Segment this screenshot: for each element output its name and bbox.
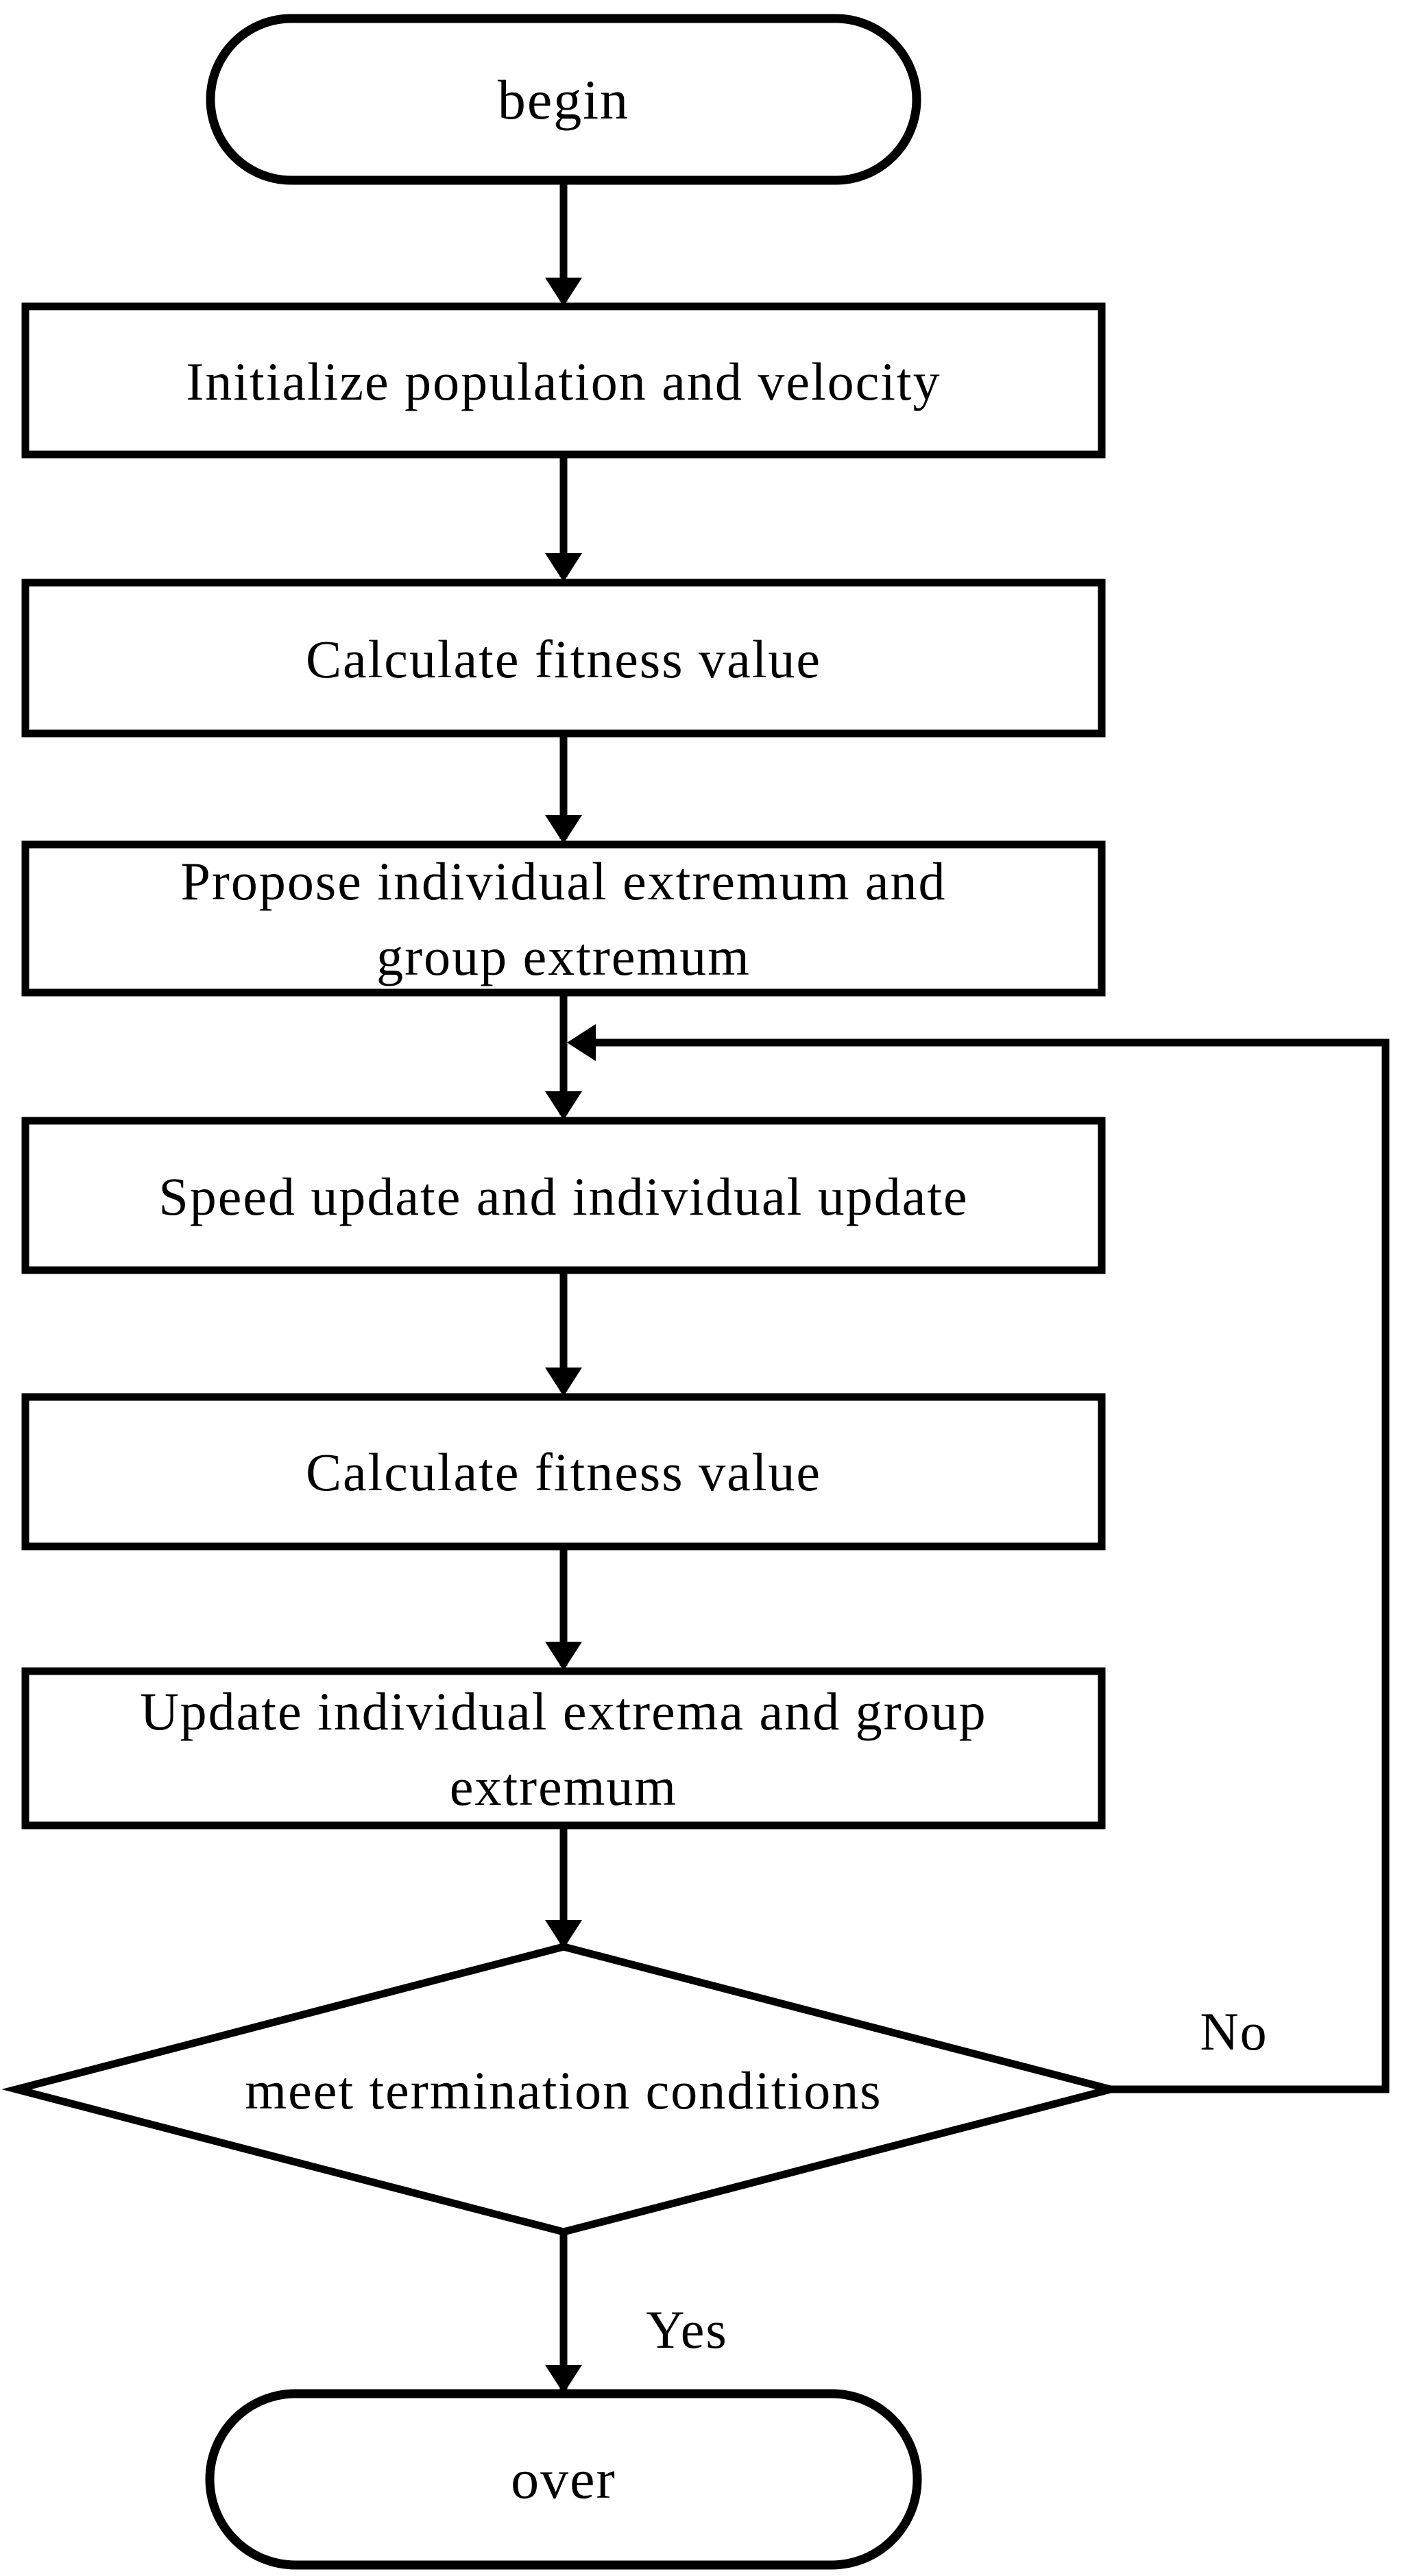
edge-calcfitness1-propose (545, 737, 582, 844)
arrowhead (545, 815, 582, 844)
edge-speedupdate-calcfitness2 (545, 1274, 582, 1396)
edge-decision-no-loop: No (567, 1024, 1390, 2093)
arrowhead (545, 1368, 582, 1396)
propose-extremum-label-line1: Propose individual extremum and (181, 851, 947, 911)
update-extrema-label-line1: Update individual extrema and group (140, 1681, 987, 1741)
speed-update-label: Speed update and individual update (158, 1167, 968, 1226)
no-loop-arrowhead (567, 1024, 596, 1061)
calculate-fitness-1-label: Calculate fitness value (306, 629, 821, 689)
decision-label: meet termination conditions (245, 2061, 882, 2120)
arrowhead (545, 2365, 582, 2394)
propose-extremum-label-line2: group extremum (376, 927, 751, 986)
node-over: over (205, 2389, 922, 2570)
yes-branch-label: Yes (646, 2300, 728, 2359)
node-initialize: Initialize population and velocity (21, 302, 1106, 459)
arrowhead (545, 1920, 582, 1949)
over-terminator-shape (205, 2389, 922, 2570)
node-begin: begin (206, 14, 921, 185)
edge-begin-initialize (545, 180, 582, 306)
node-decision: meet termination conditions (1, 1943, 1126, 2236)
node-calculate-fitness-2: Calculate fitness value (21, 1393, 1106, 1551)
node-speed-update: Speed update and individual update (21, 1117, 1106, 1274)
edge-updateextrema-decision (545, 1829, 582, 1949)
initialize-process-shape (21, 302, 1106, 459)
node-update-extrema: Update individual extrema and group extr… (21, 1667, 1106, 1830)
edge-propose-speedupdate (545, 996, 582, 1120)
edge-decision-over-yes: Yes (545, 2232, 728, 2394)
calculate-fitness-2-process-shape (21, 1393, 1106, 1551)
update-extrema-process-shape (21, 1667, 1106, 1830)
calculate-fitness-2-label: Calculate fitness value (306, 1442, 821, 1502)
speed-update-process-shape (21, 1117, 1106, 1274)
arrowhead (545, 1642, 582, 1670)
node-calculate-fitness-1: Calculate fitness value (21, 579, 1106, 738)
begin-label: begin (498, 69, 629, 131)
no-loop-line (590, 1038, 1390, 2093)
arrowhead (545, 1091, 582, 1120)
edge-calcfitness2-updateextrema (545, 1549, 582, 1670)
edge-initialize-calcfitness1 (545, 458, 582, 582)
arrowhead (545, 278, 582, 306)
propose-extremum-process-shape (21, 840, 1106, 997)
initialize-label: Initialize population and velocity (186, 352, 941, 411)
no-branch-label: No (1200, 2002, 1268, 2061)
update-extrema-label-line2: extremum (450, 1757, 677, 1816)
arrowhead (545, 553, 582, 582)
calculate-fitness-1-process-shape (21, 579, 1106, 738)
node-propose-extremum: Propose individual extremum and group ex… (21, 840, 1106, 997)
over-label: over (511, 2448, 616, 2510)
